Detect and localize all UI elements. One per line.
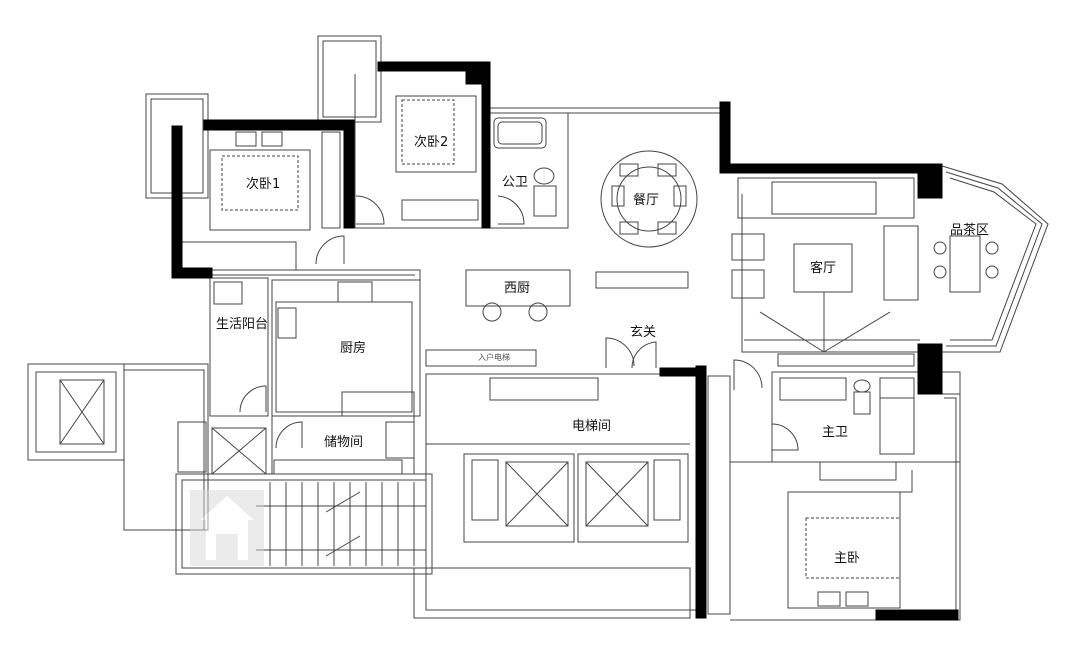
label-storage: 储物间 bbox=[324, 435, 363, 450]
label-tea-area: 品茶区 bbox=[950, 222, 989, 238]
furniture bbox=[177, 95, 999, 615]
label-western-kitchen: 西厨 bbox=[504, 281, 530, 296]
label-master-bedroom: 主卧 bbox=[834, 551, 860, 566]
label-living: 客厅 bbox=[810, 260, 836, 276]
label-bedroom2: 次卧2 bbox=[414, 134, 448, 150]
room-labels: 次卧1 次卧2 公卫 餐厅 客厅 品茶区 西厨 生活阳台 厨房 玄关 储物间 电… bbox=[216, 134, 989, 566]
label-public-bath: 公卫 bbox=[502, 175, 528, 190]
label-balcony: 生活阳台 bbox=[216, 317, 268, 332]
label-dining: 餐厅 bbox=[633, 192, 659, 208]
label-kitchen: 厨房 bbox=[340, 340, 366, 356]
label-elevator-sign: 入户电梯 bbox=[478, 352, 510, 362]
label-elevator-hall: 电梯间 bbox=[572, 419, 611, 434]
thin-walls bbox=[27, 35, 1049, 621]
label-master-bath: 主卫 bbox=[822, 425, 848, 440]
thick-walls bbox=[171, 61, 959, 621]
label-entrance: 玄关 bbox=[630, 325, 656, 340]
house-logo-icon bbox=[190, 490, 264, 566]
label-bedroom1: 次卧1 bbox=[246, 176, 280, 192]
